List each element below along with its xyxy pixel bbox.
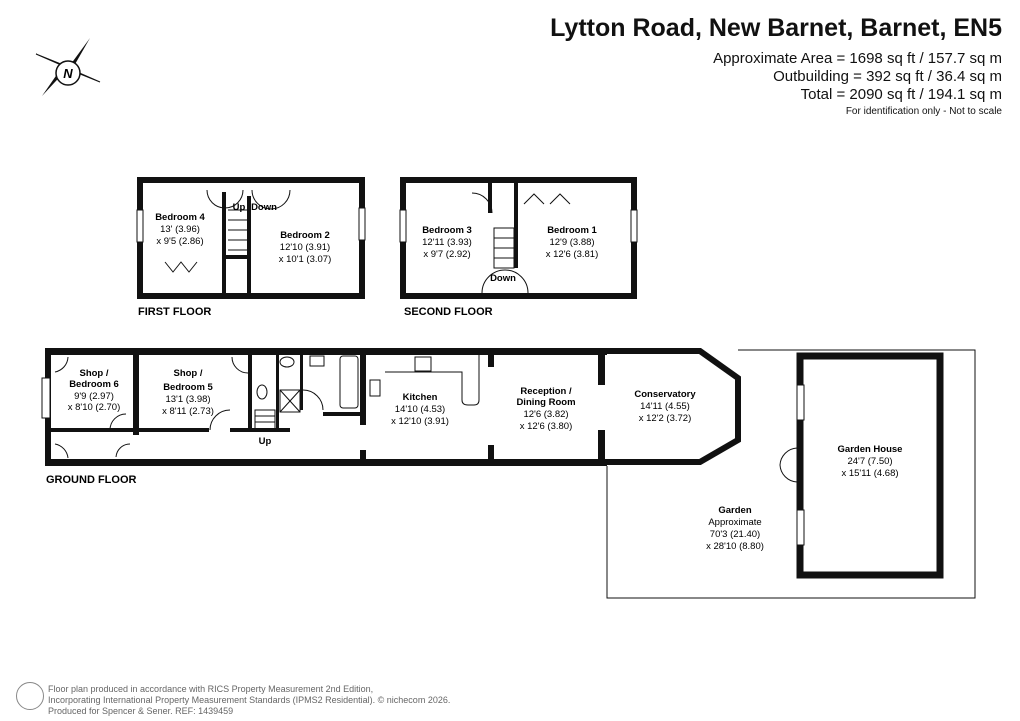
svg-text:Down: Down <box>490 273 516 284</box>
svg-text:x 28'10 (8.80): x 28'10 (8.80) <box>706 541 764 552</box>
svg-text:x 10'1 (3.07): x 10'1 (3.07) <box>279 254 332 265</box>
person-icon <box>16 682 44 710</box>
first-floor-label: FIRST FLOOR <box>138 306 211 318</box>
svg-text:x 8'10 (2.70): x 8'10 (2.70) <box>68 402 121 413</box>
svg-text:Garden: Garden <box>718 505 751 516</box>
ground-floor-plan: Up Shop / Bedroom 6 9'9 (2.97) x 8'10 (2… <box>41 348 976 599</box>
second-floor-label: SECOND FLOOR <box>404 306 493 318</box>
svg-text:Bedroom 1: Bedroom 1 <box>547 225 597 236</box>
footer-line: Produced for Spencer & Sener. REF: 14394… <box>48 706 234 716</box>
svg-text:Bedroom 3: Bedroom 3 <box>422 225 472 236</box>
svg-text:x 8'11 (2.73): x 8'11 (2.73) <box>162 406 214 417</box>
svg-text:x 9'7 (2.92): x 9'7 (2.92) <box>423 249 470 260</box>
svg-text:13'1 (3.98): 13'1 (3.98) <box>165 394 210 405</box>
svg-text:Bedroom 2: Bedroom 2 <box>280 230 330 241</box>
svg-text:Conservatory: Conservatory <box>634 389 696 400</box>
svg-text:14'11 (4.55): 14'11 (4.55) <box>640 401 690 412</box>
svg-text:Shop /: Shop / <box>79 368 108 379</box>
svg-text:12'9 (3.88): 12'9 (3.88) <box>549 237 594 248</box>
svg-text:x 12'6 (3.81): x 12'6 (3.81) <box>546 249 599 260</box>
svg-text:Bedroom 6: Bedroom 6 <box>69 379 119 390</box>
svg-text:x 12'10 (3.91): x 12'10 (3.91) <box>391 416 449 427</box>
outbuilding-area: Outbuilding = 392 sq ft / 36.4 sq m <box>773 68 1002 85</box>
svg-text:x 9'5 (2.86): x 9'5 (2.86) <box>156 236 203 247</box>
north-compass-icon: N <box>35 38 101 96</box>
svg-text:Reception /: Reception / <box>520 386 572 397</box>
footer-line: Floor plan produced in accordance with R… <box>48 684 374 694</box>
second-floor-plan: Down Bedroom 3 12'11 (3.93) x 9'7 (2.92)… <box>399 177 638 299</box>
svg-text:Garden House: Garden House <box>838 444 903 455</box>
svg-text:14'10 (4.53): 14'10 (4.53) <box>395 404 445 415</box>
svg-text:Bedroom 5: Bedroom 5 <box>163 382 213 393</box>
first-floor-plan: Up Down Bedroom 4 13' (3.96) x 9'5 (2.86… <box>136 177 366 299</box>
svg-text:9'9 (2.97): 9'9 (2.97) <box>74 391 114 402</box>
svg-text:x 12'6 (3.80): x 12'6 (3.80) <box>520 421 573 432</box>
svg-text:Kitchen: Kitchen <box>403 392 438 403</box>
ground-floor-label: GROUND FLOOR <box>46 474 136 486</box>
svg-text:12'6 (3.82): 12'6 (3.82) <box>523 409 568 420</box>
total-area: Total = 2090 sq ft / 194.1 sq m <box>800 86 1002 103</box>
property-title: Lytton Road, New Barnet, Barnet, EN5 <box>550 14 1002 42</box>
footer-line: Incorporating International Property Mea… <box>48 695 451 705</box>
svg-text:Shop /: Shop / <box>173 368 202 379</box>
svg-text:N: N <box>63 66 73 81</box>
svg-text:13' (3.96): 13' (3.96) <box>160 224 200 235</box>
svg-text:70'3 (21.40): 70'3 (21.40) <box>710 529 760 540</box>
svg-text:12'10 (3.91): 12'10 (3.91) <box>280 242 330 253</box>
footer-disclaimer: Floor plan produced in accordance with R… <box>48 684 450 717</box>
svg-text:12'11 (3.93): 12'11 (3.93) <box>422 237 472 248</box>
svg-text:Bedroom 4: Bedroom 4 <box>155 212 205 223</box>
svg-text:x 15'11 (4.68): x 15'11 (4.68) <box>841 468 898 479</box>
svg-text:Approximate: Approximate <box>708 517 761 528</box>
svg-text:24'7 (7.50): 24'7 (7.50) <box>847 456 892 467</box>
svg-text:Up: Up <box>233 202 246 213</box>
svg-text:Dining Room: Dining Room <box>516 397 575 408</box>
svg-text:Up: Up <box>259 436 272 447</box>
svg-text:x 12'2 (3.72): x 12'2 (3.72) <box>639 413 692 424</box>
svg-text:Down: Down <box>251 202 277 213</box>
scale-note: For identification only - Not to scale <box>845 106 1002 117</box>
approximate-area: Approximate Area = 1698 sq ft / 157.7 sq… <box>713 50 1002 67</box>
